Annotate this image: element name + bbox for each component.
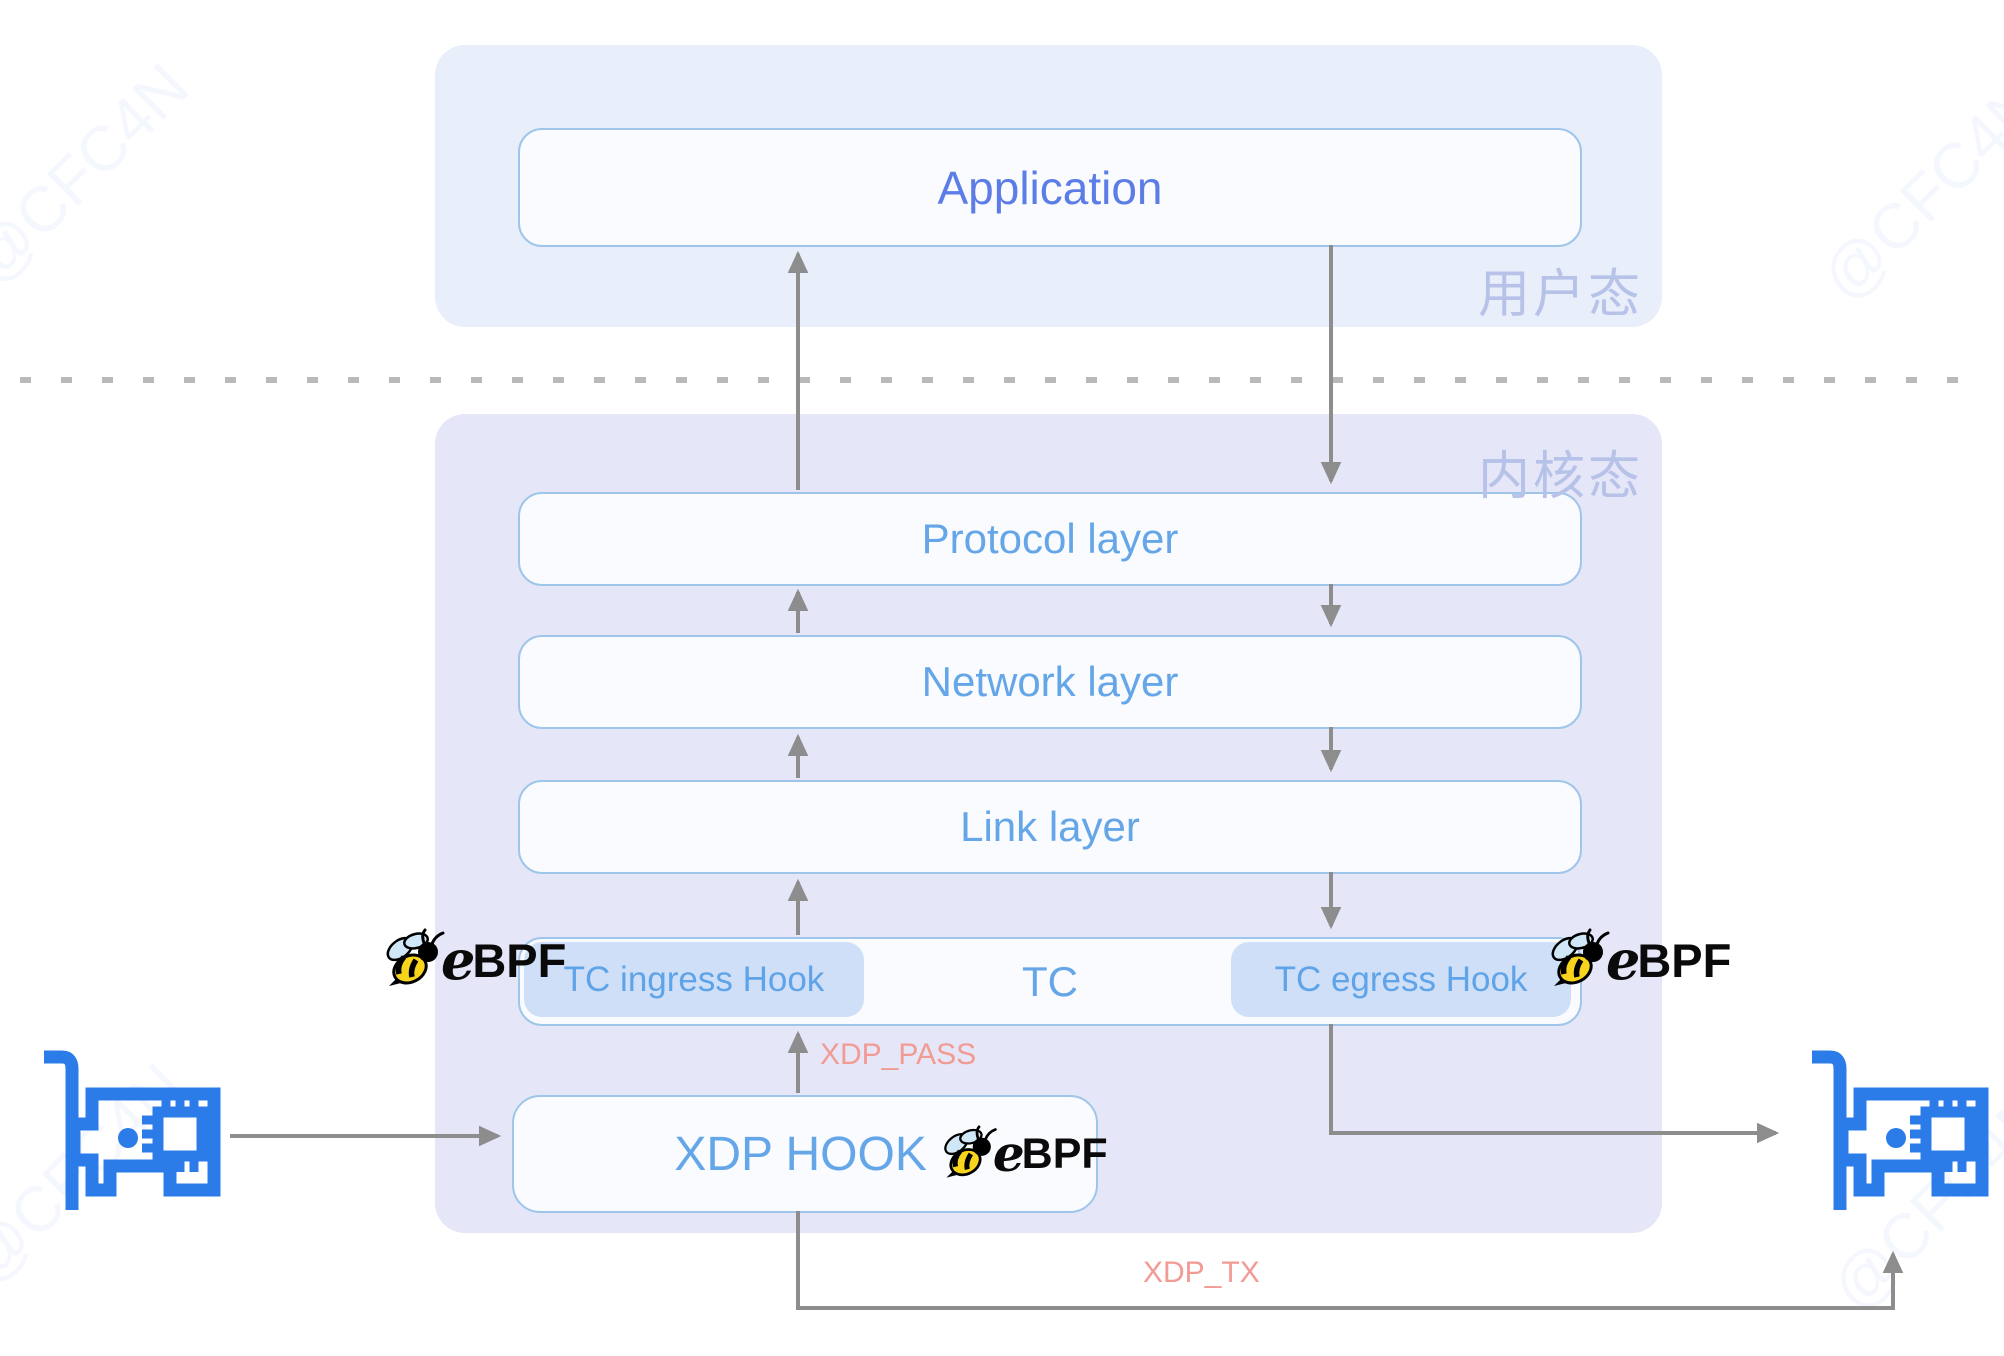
watermark-top-left: @CFC4N [0, 49, 203, 298]
tc-label: TC [1022, 957, 1078, 1005]
kernel-space-label: 内核态 [1478, 448, 1644, 506]
ebpf-logo-bpf: BPF [1637, 933, 1732, 987]
ebpf-logo-egress: e BPF [1548, 928, 1731, 992]
ebpf-logo-bpf: BPF [1021, 1129, 1108, 1178]
network-layer-box: Network layer [518, 635, 1582, 729]
ebpf-logo-e: e [992, 1124, 1025, 1183]
user-space-label: 用户态 [1478, 266, 1644, 324]
ebpf-logo-e: e [1606, 928, 1641, 992]
tc-egress-label: TC egress Hook [1274, 959, 1528, 999]
xdp-hook-label: XDP HOOK [674, 1127, 927, 1181]
xdp-hook-content: XDP HOOK e BPF [674, 1124, 1108, 1183]
tc-ingress-label: TC ingress Hook [563, 959, 825, 999]
network-layer-label: Network layer [921, 658, 1179, 705]
application-label: Application [937, 161, 1163, 214]
ebpf-bee-icon [944, 1125, 997, 1178]
ebpf-bee-icon [1551, 928, 1610, 986]
xdp-pass-annotation: XDP_PASS [820, 1038, 977, 1071]
nic-card-icon-right [1812, 1050, 1989, 1210]
link-layer-label: Link layer [960, 803, 1140, 850]
ebpf-logo-e: e [441, 928, 476, 992]
nic-card-icon-left [44, 1050, 221, 1210]
ebpf-logo-bpf: BPF [472, 933, 567, 987]
tc-ingress-hook: TC ingress Hook [524, 942, 864, 1017]
watermark-top-right: @CFC4N [1807, 66, 2004, 315]
protocol-layer-box: Protocol layer [518, 492, 1582, 586]
ebpf-logo-ingress: e BPF [383, 928, 566, 992]
ebpf-bee-icon [386, 928, 445, 986]
xdp-tx-annotation: XDP_TX [1143, 1256, 1260, 1289]
protocol-layer-label: Protocol layer [921, 515, 1179, 562]
link-layer-box: Link layer [518, 780, 1582, 874]
application-box: Application [518, 128, 1582, 247]
xdp-hook-box: XDP HOOK e BPF [512, 1095, 1108, 1213]
tc-egress-hook: TC egress Hook [1231, 942, 1571, 1017]
